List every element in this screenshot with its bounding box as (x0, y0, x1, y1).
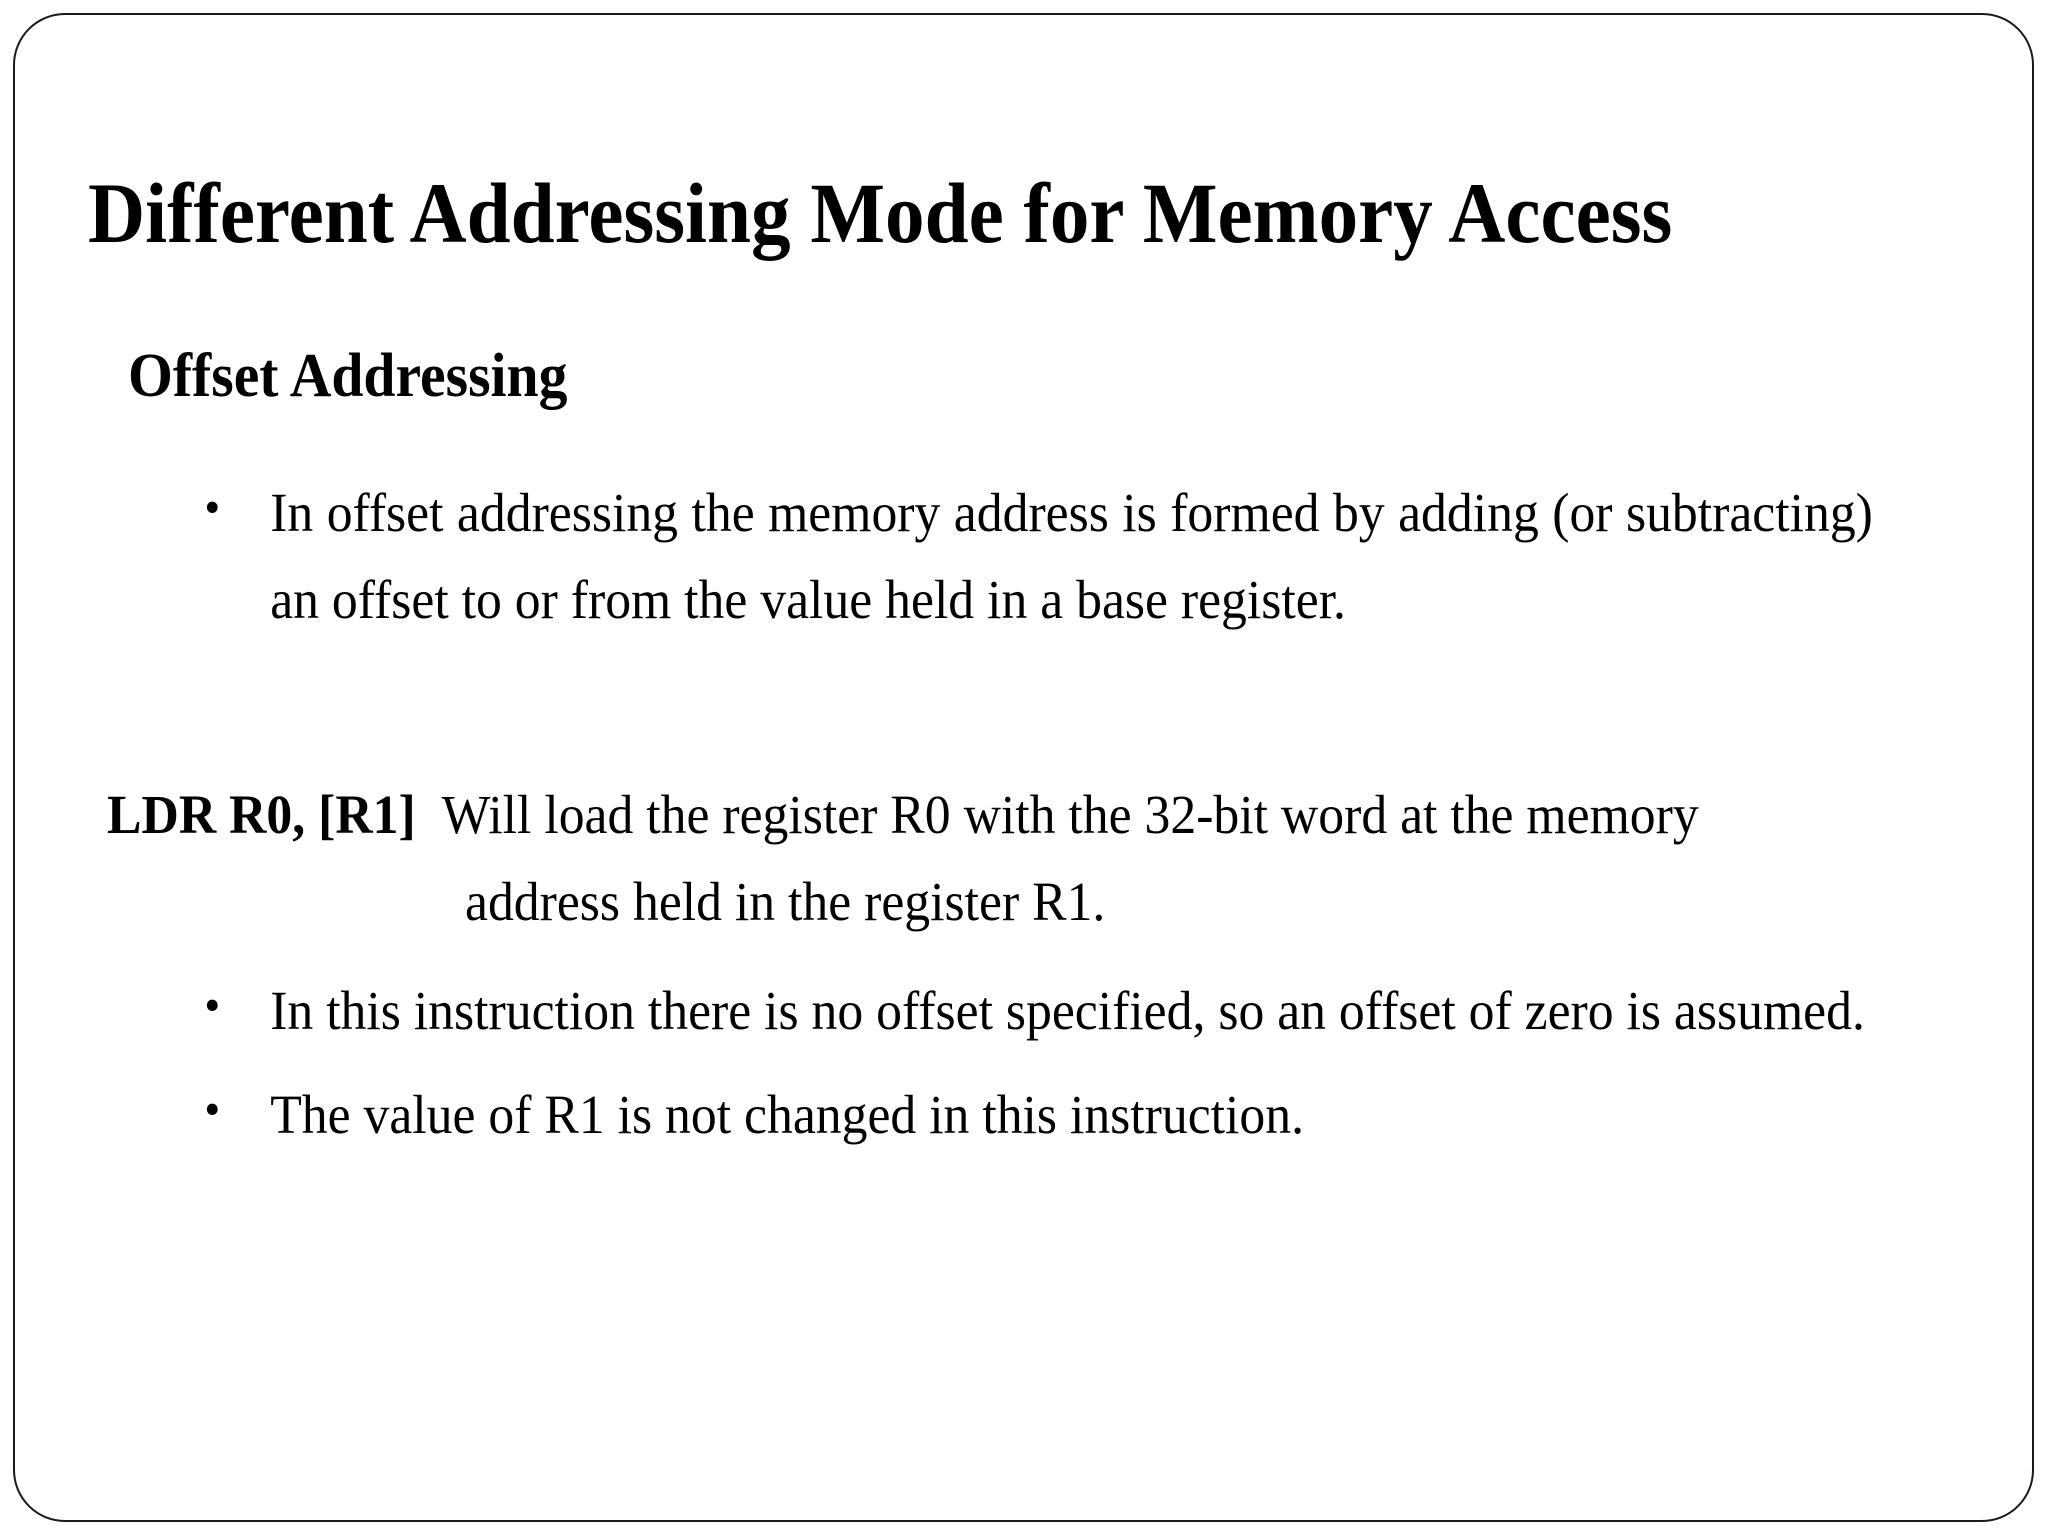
bullet-marker-icon: • (204, 978, 221, 1032)
section-subheading: Offset Addressing (128, 342, 568, 410)
list-item: • In offset addressing the memory addres… (195, 470, 1873, 644)
instruction-mnemonic: LDR R0, [R1] (107, 783, 416, 845)
list-item-text: In this instruction there is no offset s… (270, 979, 1865, 1041)
list-item: • The value of R1 is not changed in this… (195, 1072, 1873, 1159)
bullet-marker-icon: • (204, 1083, 221, 1137)
bullet-marker-icon: • (204, 481, 221, 534)
slide-title: Different Addressing Mode for Memory Acc… (88, 165, 1673, 261)
instruction-separator (416, 784, 442, 845)
list-item: • In this instruction there is no offset… (195, 968, 1873, 1055)
instruction-description-line1: Will load the register R0 with the 32-bi… (441, 783, 1699, 845)
instruction-description-line2: address held in the register R1. (465, 870, 1106, 932)
list-item-text: In offset addressing the memory address … (270, 482, 1873, 630)
instruction-line: LDR R0, [R1] Will load the register R0 w… (107, 772, 1854, 859)
list-item-text: The value of R1 is not changed in this i… (270, 1084, 1305, 1146)
slide-body: • In offset addressing the memory addres… (107, 470, 1980, 1159)
spacer (195, 644, 1980, 772)
